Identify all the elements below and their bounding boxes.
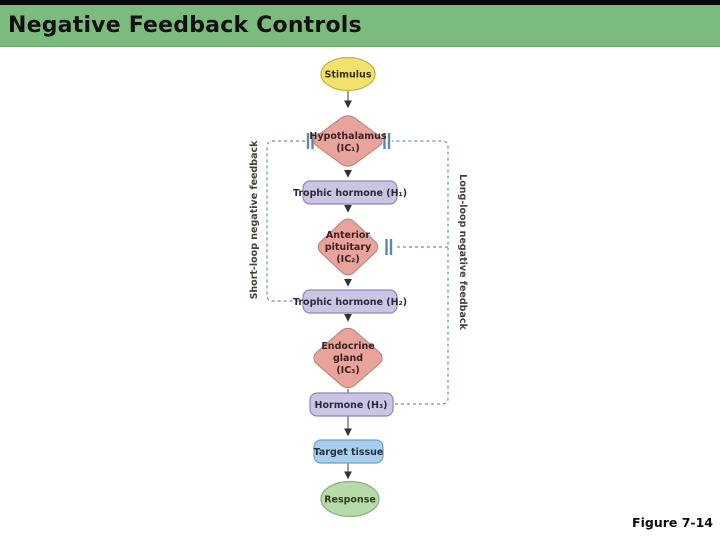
node-endocrine-gland: Endocrine gland (IC₃) (310, 325, 386, 391)
top-black-strip (0, 0, 720, 5)
figure-caption: Figure 7-14 (632, 515, 713, 530)
node-trophic-hormone-h2: Trophic hormone (H₂) (293, 289, 407, 314)
response-label: Response (324, 495, 376, 506)
node-response: Response (320, 480, 380, 518)
anterior-pituitary-label-line3: (IC₂) (336, 254, 359, 265)
short-loop-feedback-path (266, 140, 305, 302)
hormone-h3-label: Hormone (H₃) (315, 400, 388, 411)
anterior-pituitary-label-line1: Anterior (326, 230, 371, 241)
endocrine-gland-label-line2: gland (333, 353, 363, 364)
short-loop-feedback-label: Short-loop negative feedback (249, 140, 260, 300)
hypothalamus-label-line1: Hypothalamus (309, 131, 387, 142)
node-trophic-hormone-h1: Trophic hormone (H₁) (293, 180, 407, 205)
endocrine-gland-label-line1: Endocrine (321, 341, 374, 352)
inhibition-icon (385, 239, 393, 255)
inhibition-icon (383, 133, 391, 149)
trophic-hormone-h1-label: Trophic hormone (H₁) (293, 188, 407, 199)
node-hypothalamus: Hypothalamus (IC₁) (309, 113, 387, 169)
page-title: Negative Feedback Controls (8, 13, 362, 38)
trophic-hormone-h2-label: Trophic hormone (H₂) (293, 297, 407, 308)
anterior-pituitary-label-line2: pituitary (325, 242, 372, 253)
long-loop-feedback-label: Long-loop negative feedback (457, 174, 468, 330)
node-anterior-pituitary: Anterior pituitary (IC₂) (315, 216, 381, 278)
long-loop-feedback-path (392, 140, 449, 405)
hypothalamus-label-line2: (IC₁) (336, 143, 359, 154)
node-target-tissue: Target tissue (313, 439, 384, 464)
target-tissue-label: Target tissue (314, 447, 384, 458)
stimulus-label: Stimulus (325, 70, 372, 81)
feedback-paths (266, 140, 449, 405)
endocrine-gland-label-line3: (IC₃) (336, 365, 359, 376)
inhibition-icon (306, 133, 314, 149)
node-stimulus: Stimulus (320, 56, 376, 92)
inhibition-symbols (306, 133, 393, 255)
title-band: Negative Feedback Controls (0, 5, 720, 47)
node-hormone-h3: Hormone (H₃) (309, 392, 394, 417)
